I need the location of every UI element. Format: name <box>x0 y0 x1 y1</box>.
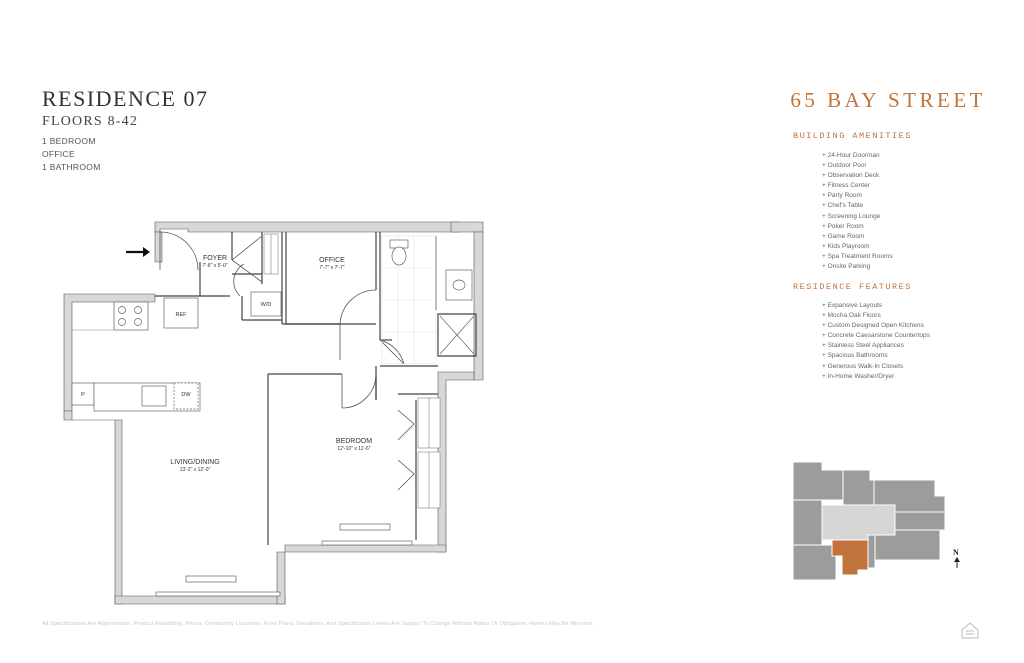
list-item: + Observation Deck <box>822 172 880 180</box>
balcony-rail-living <box>155 591 281 597</box>
list-item: + Poker Room <box>822 222 864 230</box>
room-foyer-name: FOYER <box>203 255 227 262</box>
disclaimer: All Specifications Are Approximate. Prod… <box>42 621 594 627</box>
equal-housing-icon <box>961 622 979 639</box>
list-item: + Onsite Parking <box>822 263 871 271</box>
fixtures <box>71 239 475 597</box>
list-item: + Concrete Caesarstone Countertops <box>822 332 930 340</box>
north-arrow-icon <box>954 557 960 568</box>
room-living-dim: 13'-2" x 12'-0" <box>180 467 211 473</box>
list-item: + Game Room <box>822 232 865 240</box>
room-bedroom-name: BEDROOM <box>336 438 372 445</box>
kitchen-sink <box>141 385 167 407</box>
wd-label: W/D <box>261 302 272 308</box>
bathroom-floor <box>381 235 437 365</box>
brand-name: 65 BAY STREET <box>790 88 986 112</box>
list-item: + Generous Walk-In Closets <box>822 362 904 370</box>
detail-bedroom: 1 BEDROOM <box>42 136 96 146</box>
key-plan <box>792 461 946 581</box>
balcony-rail-bedroom <box>321 540 413 546</box>
detail-office: OFFICE <box>42 149 75 159</box>
room-living-name: LIVING/DINING <box>170 459 219 466</box>
list-item: + Party Room <box>822 192 862 200</box>
kitchen-counter <box>72 301 115 331</box>
dishwasher-box <box>173 382 199 410</box>
pantry-label: P <box>81 392 85 398</box>
list-item: + Custom Designed Open Kitchens <box>822 322 924 330</box>
exterior-walls <box>63 221 484 605</box>
north-label: N <box>953 548 959 557</box>
door-swings <box>159 231 415 491</box>
closet-rods <box>263 233 441 509</box>
window-living <box>185 575 237 583</box>
list-item: + Stainless Steel Appliances <box>822 342 904 350</box>
list-item: + Screening Lounge <box>822 212 881 220</box>
room-bedroom-dim: 12'-10" x 11'-6" <box>337 446 370 452</box>
amenities-heading: BUILDING AMENITIES <box>793 131 912 141</box>
detail-bathroom: 1 BATHROOM <box>42 162 101 172</box>
list-item: + Spacious Bathrooms <box>822 352 888 360</box>
range-box <box>113 301 149 331</box>
residence-title: RESIDENCE 07 <box>42 86 209 111</box>
features-list: + Expansive Layouts + Mocha Oak Floors +… <box>822 301 930 382</box>
floors-label: FLOORS 8-42 <box>42 114 139 129</box>
window-bedroom <box>339 523 391 531</box>
refrigerator-box <box>163 297 199 329</box>
list-item: + Expansive Layouts <box>822 302 883 309</box>
list-item: + Spa Treatment Rooms <box>822 252 893 260</box>
list-item: + Kids Playroom <box>822 242 870 250</box>
list-item: + Fitness Center <box>822 182 870 190</box>
room-office-dim: 7'-7" x 7'-7" <box>319 265 344 271</box>
washer-dryer-box <box>250 291 282 317</box>
entry-arrow-icon <box>126 247 150 257</box>
amenities-list: + 24-Hour Doorman + Outdoor Pool + Obser… <box>822 151 893 272</box>
list-item: + In-Home Washer/Dryer <box>822 372 895 380</box>
interior-walls <box>155 232 477 545</box>
dw-label: DW <box>181 392 191 398</box>
list-item: + Outdoor Pool <box>822 162 866 170</box>
features-heading: RESIDENCE FEATURES <box>793 282 912 292</box>
ref-label: REF <box>176 312 188 318</box>
list-item: + Mocha Oak Floors <box>822 312 881 320</box>
unit-details: 1 BEDROOM OFFICE 1 BATHROOM <box>42 135 101 174</box>
room-office-name: OFFICE <box>319 257 345 264</box>
list-item: + 24-Hour Doorman <box>822 152 880 159</box>
toilet-bowl <box>391 246 407 266</box>
list-item: + Chef's Table <box>822 202 864 210</box>
room-foyer-dim: 7'-6" x 5'-0" <box>202 263 227 269</box>
